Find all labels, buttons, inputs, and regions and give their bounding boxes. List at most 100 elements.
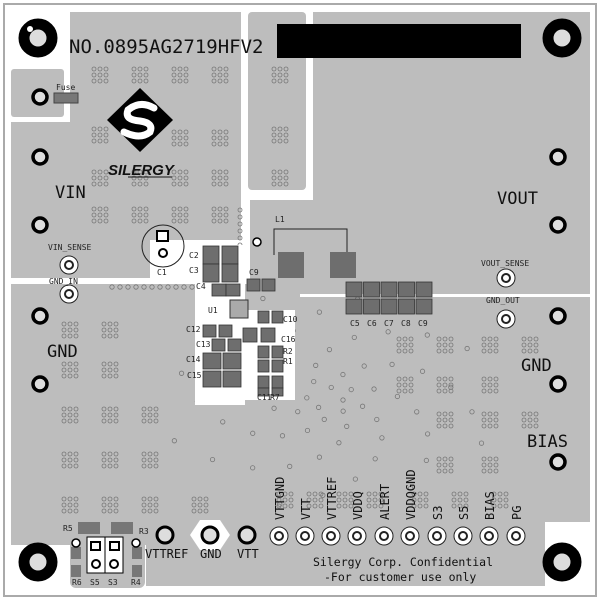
via — [321, 416, 327, 422]
via — [424, 332, 430, 338]
header-pin-label: S5 — [457, 506, 471, 520]
via-cluster — [481, 376, 499, 394]
header-pin-label: PG — [510, 506, 524, 520]
via — [209, 456, 216, 463]
test-point[interactable] — [549, 375, 567, 393]
via-cluster — [521, 336, 539, 354]
test-point[interactable] — [31, 307, 49, 325]
fuse-label: Fuse — [56, 83, 75, 92]
fiducial — [27, 26, 33, 32]
vttref-pin[interactable] — [155, 525, 175, 545]
via-cluster — [131, 66, 149, 84]
header-pin-vddq[interactable] — [347, 526, 367, 546]
via — [117, 284, 123, 290]
header-pin-alert[interactable] — [374, 526, 394, 546]
l1-label: L1 — [275, 215, 285, 224]
via-cluster — [61, 496, 79, 514]
via — [304, 427, 311, 434]
via-cluster — [481, 411, 499, 429]
header-pin-label: VDDQ — [351, 491, 365, 520]
via-cluster — [101, 406, 119, 424]
mounting-holes — [18, 18, 582, 582]
via — [371, 386, 377, 392]
header-pin-pg[interactable] — [506, 526, 526, 546]
header-pin-label: VTT — [299, 498, 313, 520]
c14-label: C14 — [186, 355, 201, 364]
via — [419, 368, 426, 374]
smd-pad — [257, 387, 270, 397]
vin-plane — [11, 12, 241, 278]
via — [141, 284, 147, 290]
gnd-pin-label: GND — [200, 547, 222, 561]
via-cluster — [396, 376, 414, 394]
header-pin-s3[interactable] — [427, 526, 447, 546]
header-pin-vttref[interactable] — [321, 526, 341, 546]
c8-label: C8 — [401, 319, 411, 328]
c3-label: C3 — [189, 266, 199, 275]
via-cluster — [436, 336, 454, 354]
via-cluster — [481, 456, 499, 474]
via — [389, 361, 395, 368]
via — [328, 384, 334, 391]
via — [344, 423, 350, 429]
fuse-footprint — [53, 92, 79, 104]
test-point[interactable] — [31, 375, 49, 393]
via — [237, 207, 243, 213]
c1-label: C1 — [157, 268, 167, 277]
via-cluster — [61, 321, 79, 339]
header-pin-s5[interactable] — [453, 526, 473, 546]
smd-pad — [257, 359, 270, 373]
smd-pad — [415, 298, 433, 315]
test-point[interactable] — [549, 307, 567, 325]
test-point[interactable] — [31, 88, 49, 106]
smd-pad — [271, 359, 284, 373]
header-pin-vtt[interactable] — [295, 526, 315, 546]
via-cluster — [521, 411, 539, 429]
bias-label: BIAS — [527, 432, 568, 452]
via — [320, 492, 326, 498]
via — [394, 393, 401, 400]
smd-pad — [257, 310, 270, 324]
smd-pad — [257, 375, 270, 389]
via — [316, 454, 323, 460]
u1-ic — [229, 299, 249, 319]
via — [173, 284, 179, 290]
vin-sense-label: VIN_SENSE — [48, 243, 92, 252]
vin-sense-pin[interactable] — [59, 255, 79, 275]
via-cluster — [306, 491, 324, 509]
test-point[interactable] — [31, 148, 49, 166]
s5-label: S5 — [90, 578, 100, 587]
c9-label: C9 — [418, 319, 428, 328]
smd-pad — [227, 338, 242, 352]
via-cluster — [61, 406, 79, 424]
smd-pad — [222, 370, 242, 388]
component-labels: C2 C3 C4 C9 U1 C10 C12 C13 C14 C15 C16 R… — [63, 251, 428, 587]
c16-label: C16 — [281, 335, 296, 344]
vtt-pin[interactable] — [237, 525, 257, 545]
test-point[interactable] — [31, 216, 49, 234]
header-pin-bias[interactable] — [479, 526, 499, 546]
gnd-in-pin[interactable] — [59, 284, 79, 304]
mounting-hole — [542, 18, 582, 58]
header-pin-vddqgnd[interactable] — [400, 526, 420, 546]
test-point[interactable] — [549, 216, 567, 234]
via — [408, 485, 414, 491]
via-cluster — [491, 491, 509, 509]
via — [361, 363, 367, 369]
smd-pad — [271, 375, 284, 389]
via — [340, 397, 346, 403]
test-point[interactable] — [549, 148, 567, 166]
vout-sense-pin[interactable] — [496, 268, 516, 288]
via — [316, 404, 322, 410]
via-cluster — [481, 336, 499, 354]
test-point[interactable] — [549, 453, 567, 471]
via — [469, 409, 475, 415]
via — [109, 284, 115, 290]
gnd-out-pin[interactable] — [496, 309, 516, 329]
via-cluster — [276, 491, 294, 509]
vout-plane — [250, 12, 590, 292]
header-pin-vttgnd[interactable] — [269, 526, 289, 546]
gnd-pin[interactable] — [200, 525, 220, 545]
via-cluster — [61, 361, 79, 379]
